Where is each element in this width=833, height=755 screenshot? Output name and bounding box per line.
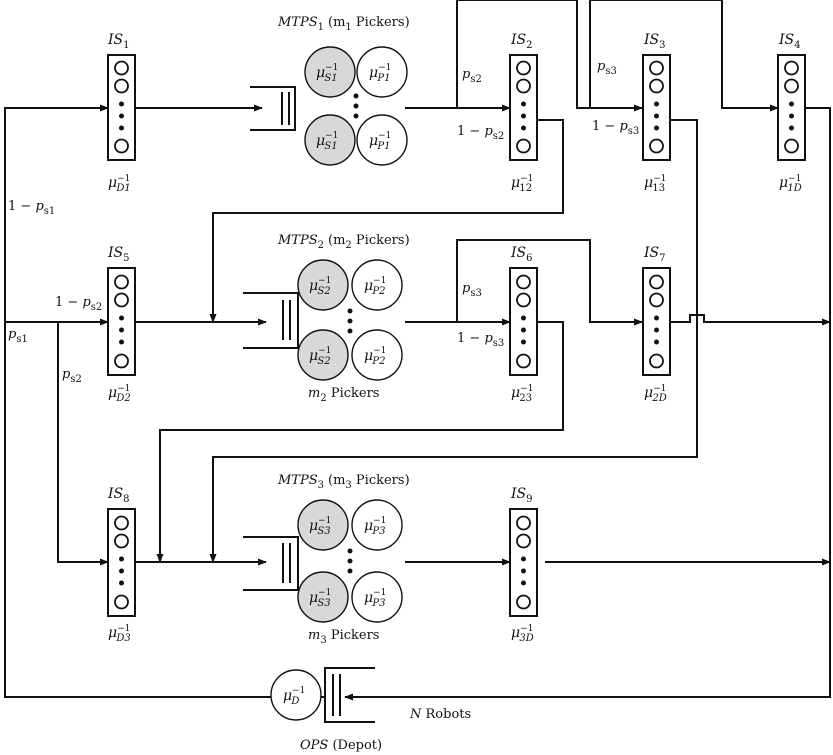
svg-text:μ−1S3: μ−1S3 [309, 516, 331, 537]
prob-1-ps3-mid: 1 − ps3 [457, 331, 504, 349]
svg-text:μ−1P2: μ−1P2 [364, 276, 386, 297]
ps2-to-is8-line [57, 322, 109, 566]
is6-label: IS6 [510, 245, 533, 264]
prob-ps2-top: ps2 [462, 67, 482, 85]
ps3-branch-mid-line [456, 239, 643, 326]
svg-text:μ−1P1: μ−1P1 [369, 131, 391, 152]
mtps1-storage-server-2 [304, 114, 356, 166]
ops-server [270, 669, 322, 721]
mtps2-title: MTPS2(m2 Pickers) [277, 233, 410, 251]
mtps1-title: MTPS1(m1 Pickers) [277, 15, 410, 33]
mtps3-picker-server-1 [351, 499, 403, 551]
is2-to-mtps2-line [209, 119, 564, 323]
is4-label: IS4 [778, 32, 801, 51]
is5-label: IS5 [107, 245, 130, 264]
probability-labels: ps2 1 − ps2 ps3 1 − ps3 1 − ps1 ps1 1 − … [8, 59, 639, 385]
mtps2-storage-server-2 [297, 329, 349, 381]
is7-to-return-line [670, 314, 831, 326]
svg-text:μ−1S2: μ−1S2 [309, 346, 331, 367]
is9-label: IS9 [510, 486, 533, 505]
svg-text:μ−1S1: μ−1S1 [316, 63, 338, 84]
mtps3-pickers-label: m3 Pickers [308, 628, 379, 646]
is2-label: IS2 [510, 32, 533, 51]
is6-to-mtps3-line [156, 321, 564, 563]
mtps3-storage-server-2 [297, 571, 349, 623]
mtps1-queue [250, 86, 296, 131]
is1-box [107, 54, 136, 161]
prob-1-ps3-top: 1 − ps3 [592, 119, 639, 137]
is7-label: IS7 [643, 245, 666, 264]
is8-label: IS8 [107, 486, 130, 505]
svg-text:μ−1S3: μ−1S3 [309, 588, 331, 609]
prob-1-ps2-left: 1 − ps2 [55, 295, 102, 313]
mtps2-storage-server-1 [297, 259, 349, 311]
svg-text:μ−1P3: μ−1P3 [364, 516, 386, 537]
is3-label: IS3 [643, 32, 666, 51]
mtps2-picker-server-2 [351, 329, 403, 381]
svg-text:μ−1P3: μ−1P3 [364, 588, 386, 609]
depot-to-is1-line [4, 104, 325, 698]
svg-text:μ−1S2: μ−1S2 [309, 276, 331, 297]
robots-label: N Robots [409, 707, 471, 722]
svg-text:μ−1S1: μ−1S1 [316, 131, 338, 152]
ops-label: OPS (Depot) [300, 738, 382, 753]
is1-label: IS1 [107, 32, 130, 51]
svg-text:μ−1D: μ−1D [283, 686, 305, 707]
svg-text:μ−1P1: μ−1P1 [369, 63, 391, 84]
mtps1-storage-server-1 [304, 46, 356, 98]
mtps3-picker-server-2 [351, 571, 403, 623]
ps3-branch-line [589, 0, 779, 112]
mtps3-queue [243, 536, 299, 591]
flow-lines [4, 0, 831, 701]
svg-text:μ−1P2: μ−1P2 [364, 346, 386, 367]
ps2-branch-line [456, 0, 643, 112]
mtps1-picker-server-1 [356, 46, 408, 98]
ops-queue [324, 667, 375, 723]
mtps2-pickers-label: m2 Pickers [308, 386, 379, 404]
prob-ps3-top: ps3 [597, 59, 617, 77]
mtps1-picker-server-2 [356, 114, 408, 166]
mtps2-picker-server-1 [351, 259, 403, 311]
mtps3-storage-server-1 [297, 499, 349, 551]
mtps3-title: MTPS3(m3 Pickers) [277, 473, 410, 491]
is3-to-mtps3-line [209, 119, 698, 563]
prob-ps1: ps1 [8, 327, 28, 345]
mtps2-queue [243, 292, 299, 349]
prob-ps3-mid: ps3 [462, 281, 482, 299]
prob-ps2-left: ps2 [62, 367, 82, 385]
return-to-depot-line [344, 107, 831, 701]
prob-1-ps2-top: 1 − ps2 [457, 124, 504, 142]
prob-1-ps1: 1 − ps1 [8, 199, 55, 217]
